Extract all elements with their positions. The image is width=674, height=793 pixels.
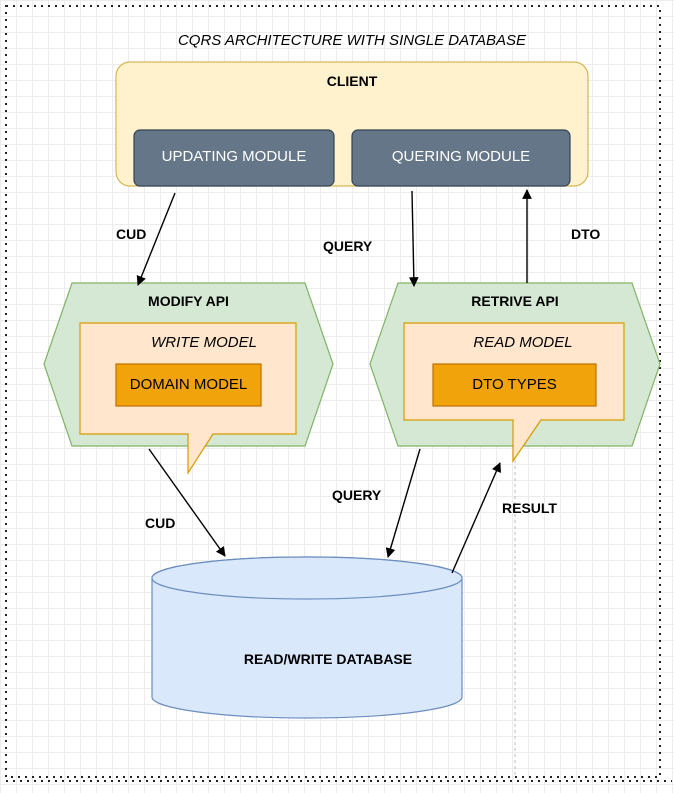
diagram-title: CQRS ARCHITECTURE WITH SINGLE DATABASE (177, 32, 527, 49)
arrow-result-db-to-retrive (451, 462, 501, 574)
edge-label-query-bottom: QUERY (332, 487, 382, 503)
edge-label-dto: DTO (571, 226, 601, 242)
write-model-label: WRITE MODEL (151, 334, 257, 351)
quering-module-box[interactable] (351, 129, 571, 187)
edge-label-cud-top: CUD (116, 226, 147, 242)
database-label: READ/WRITE DATABASE (243, 651, 413, 667)
edge-label-cud-bottom: CUD (145, 515, 176, 531)
edge-label-query-top: QUERY (323, 238, 373, 254)
page-border (5, 5, 661, 778)
read-model-label: READ MODEL (473, 334, 573, 351)
database-top (151, 556, 463, 600)
retrive-api-label: RETRIVE API (471, 293, 559, 309)
quering-module-label: QUERING MODULE (391, 148, 531, 165)
client-label: CLIENT (326, 73, 378, 89)
edge-label-result: RESULT (502, 500, 557, 516)
arrow-query-retrive-to-db (385, 448, 421, 558)
domain-model-label: DOMAIN MODEL (129, 376, 248, 393)
dto-types-box[interactable] (432, 363, 597, 407)
dto-types-label: DTO TYPES (472, 376, 557, 393)
arrow-query-client-to-retrive (408, 190, 419, 287)
arrow-cud-client-to-modify (136, 192, 176, 286)
modify-api-label: MODIFY API (148, 293, 229, 309)
updating-module-box[interactable] (133, 129, 335, 187)
updating-module-label: UPDATING MODULE (161, 148, 307, 165)
domain-model-box[interactable] (115, 363, 262, 407)
arrow-cud-modify-to-db (148, 448, 226, 557)
